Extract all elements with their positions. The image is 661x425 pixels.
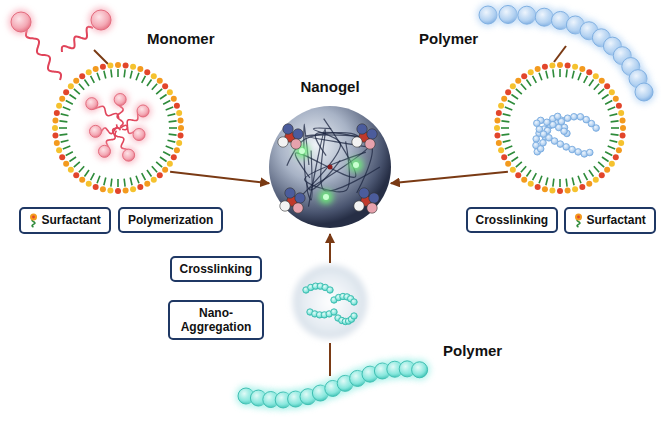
surfactant-icon <box>29 213 38 228</box>
box-label: Crosslinking <box>180 262 253 276</box>
process-arrow <box>329 343 331 376</box>
leader-line <box>94 50 108 64</box>
surfactant-icon <box>574 213 583 228</box>
box-label: Polymerization <box>128 213 213 227</box>
leader-line <box>554 46 566 62</box>
nanogel-illustration <box>268 105 392 229</box>
monomer-micelle: Monomer <box>51 61 185 195</box>
micelle-illustration <box>51 61 185 195</box>
nanogel-sphere: Nanogel <box>268 105 392 229</box>
process-box: Nano-Aggregation <box>168 300 264 341</box>
box-label: Nano-Aggregation <box>178 306 254 335</box>
process-box: Crosslinking <box>170 256 263 282</box>
heading: Polymer <box>419 30 478 47</box>
process-arrow <box>170 172 269 184</box>
process-arrow <box>391 172 508 184</box>
polymer-illustration <box>236 358 431 410</box>
monomer-illustration <box>9 8 114 81</box>
polymer-micelle: Polymer <box>493 61 627 195</box>
surfactant-box: Surfactant <box>19 207 111 234</box>
heading: Monomer <box>147 30 215 47</box>
box-label: Surfactant <box>587 213 646 227</box>
heading: Nanogel <box>300 78 359 95</box>
box-label: Surfactant <box>42 213 101 227</box>
process-box: Polymerization <box>118 207 223 233</box>
box-label: Crosslinking <box>476 213 549 227</box>
nano-aggregate <box>293 265 367 339</box>
surfactant-box: Surfactant <box>564 207 656 234</box>
process-box: Crosslinking <box>466 207 559 233</box>
micelle-illustration <box>493 61 627 195</box>
component-label: Polymer <box>443 342 502 359</box>
process-arrow <box>329 234 331 263</box>
